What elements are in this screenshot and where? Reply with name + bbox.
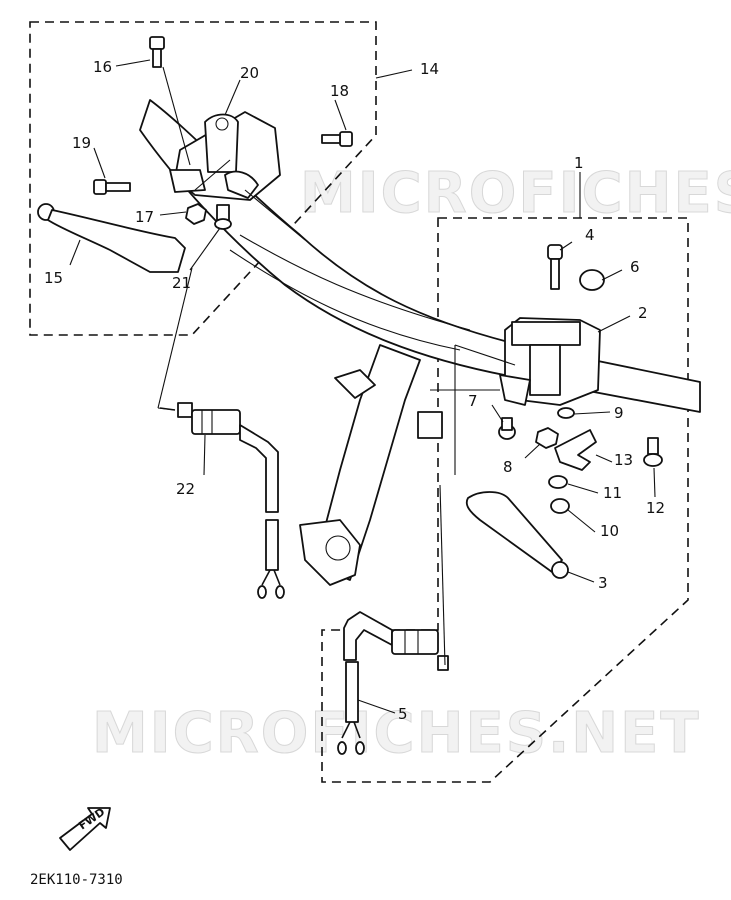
callout-15: 15 (44, 269, 63, 287)
front-brake-lever (37, 203, 186, 273)
handlebar (139, 99, 701, 413)
leader-lines (69, 59, 656, 714)
callout-16: 16 (93, 58, 112, 76)
watermark-bottom: MICROFICHES.NET (92, 701, 701, 766)
bracket-13 (554, 429, 597, 471)
screw-21 (214, 204, 232, 230)
handlebar-holder (299, 344, 443, 586)
fwd-arrow-icon: FWD (59, 805, 111, 851)
bolt-10 (550, 498, 570, 514)
washer-9 (557, 407, 575, 419)
callout-2: 2 (638, 304, 648, 322)
callout-10: 10 (600, 522, 619, 540)
left-lever-holder (169, 111, 281, 201)
callout-1: 1 (574, 154, 584, 172)
callout-19: 19 (72, 134, 91, 152)
callout-5: 5 (398, 705, 408, 723)
callout-6: 6 (630, 258, 640, 276)
callout-18: 18 (330, 82, 349, 100)
callout-17: 17 (135, 208, 154, 226)
watermark-top: MICROFICHES.NET (300, 161, 731, 226)
bolt-18 (321, 131, 353, 147)
callout-22: 22 (176, 480, 195, 498)
reference-lines (157, 159, 516, 666)
callout-13: 13 (614, 451, 633, 469)
group-14-boundary (29, 21, 377, 336)
screw-12 (643, 437, 663, 467)
master-cylinder (499, 317, 601, 406)
callouts: 1 2 3 4 5 6 7 8 9 10 11 12 13 14 15 16 1… (44, 58, 665, 723)
callout-9: 9 (614, 404, 624, 422)
callout-8: 8 (503, 458, 513, 476)
callout-4: 4 (585, 226, 595, 244)
callout-11: 11 (603, 484, 622, 502)
callout-14: 14 (420, 60, 439, 78)
callout-21: 21 (172, 274, 191, 292)
callout-12: 12 (646, 499, 665, 517)
drawing-code: 2EK110-7310 (30, 872, 123, 888)
nut-17 (185, 203, 207, 225)
brake-switch-5 (337, 611, 449, 755)
bolt-19 (93, 179, 131, 195)
bolt-4 (547, 244, 563, 290)
bolt-16 (149, 36, 165, 68)
callout-20: 20 (240, 64, 259, 82)
brake-switch-22 (159, 402, 285, 599)
rear-brake-lever (465, 491, 569, 579)
bolt-7 (498, 417, 516, 440)
washer-11 (548, 475, 568, 489)
callout-7: 7 (468, 392, 478, 410)
nut-8 (535, 427, 559, 449)
callout-3: 3 (598, 574, 608, 592)
cap-6 (579, 269, 605, 291)
